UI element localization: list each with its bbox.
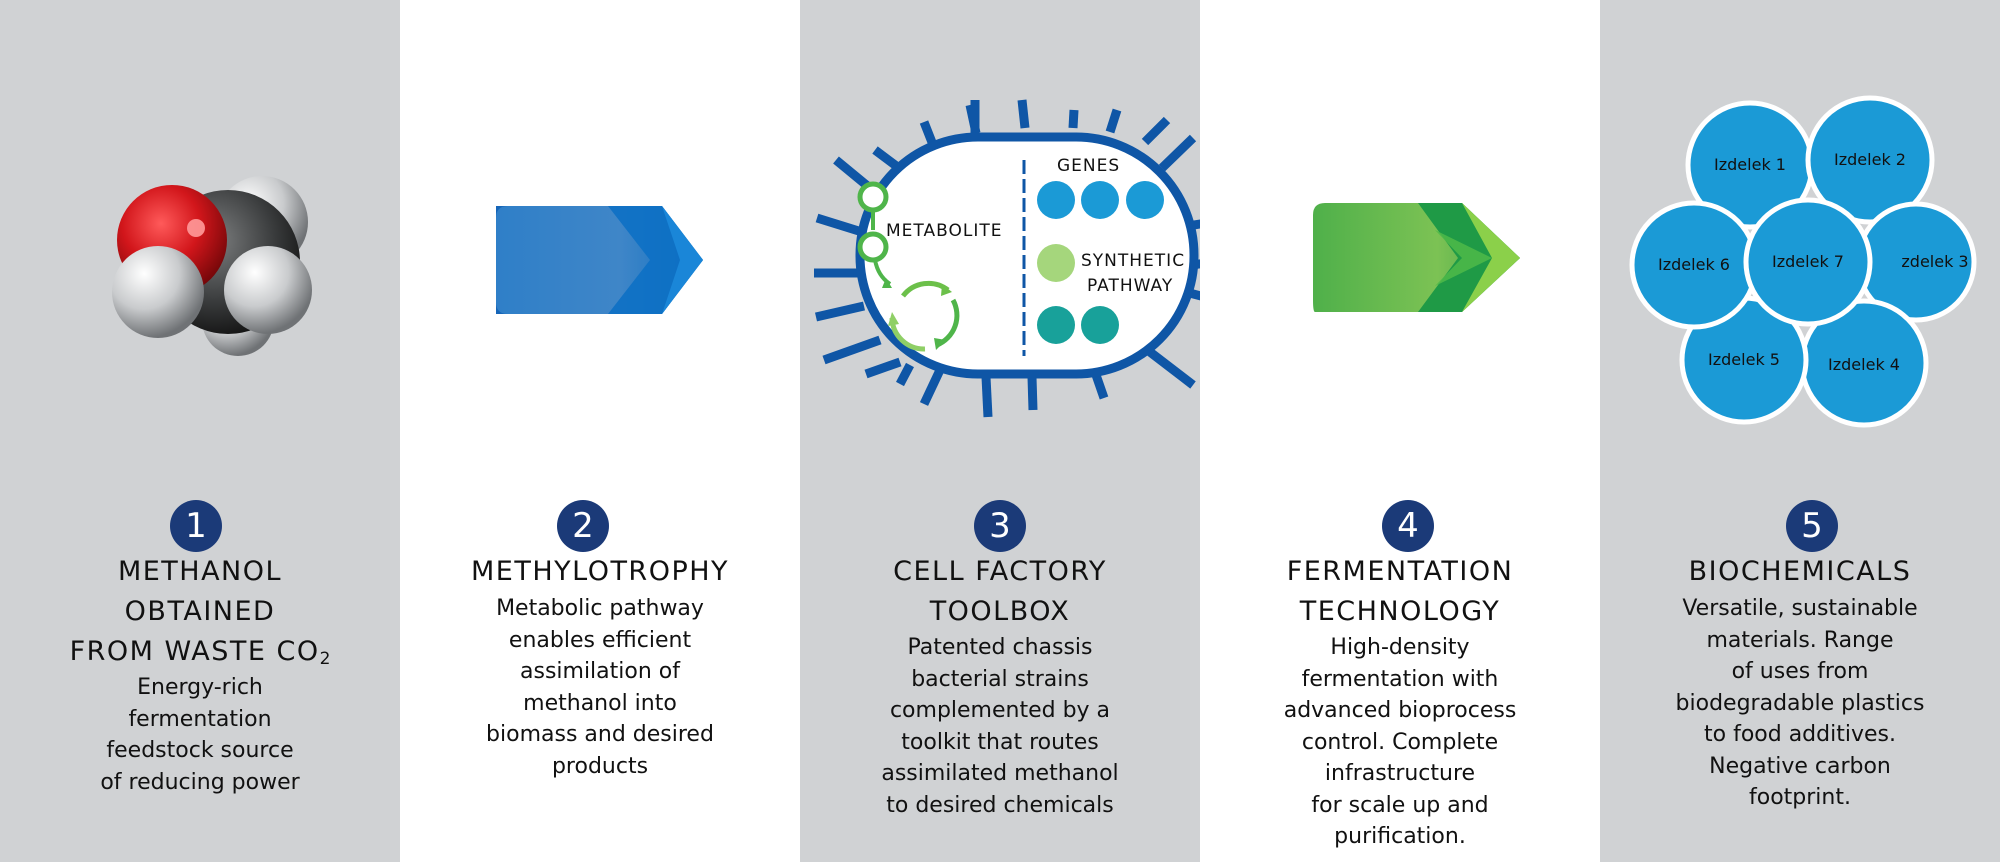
step-description: Versatile, sustainable materials. Range … <box>1675 596 1925 810</box>
step-description: Patented chassis bacterial strains compl… <box>881 635 1119 818</box>
product-label: Izdelek 1 <box>1714 155 1786 174</box>
cell-factory-diagram: GENES SYNTHETIC PATHWAY METABOLITE <box>814 99 1200 418</box>
step-number-badge: 4 <box>1382 500 1434 552</box>
gene-circle <box>1126 181 1164 219</box>
step-title: FERMENTATION TECHNOLOGY <box>1286 556 1514 627</box>
product-label: Izdelek 4 <box>1828 355 1900 374</box>
step-1-column: 1 METHANOL OBTAINED FROM WASTE CO2 Energ… <box>0 0 400 862</box>
methanol-molecule-icon <box>112 176 312 356</box>
step-number-badge: 2 <box>557 500 609 552</box>
product-label: Izdelek 6 <box>1658 255 1730 274</box>
step-number-badge: 1 <box>170 500 222 552</box>
product-label: Izdelek 7 <box>1772 252 1844 271</box>
synthetic-label: SYNTHETIC <box>1081 251 1185 271</box>
step-title: BIOCHEMICALS <box>1688 556 1912 587</box>
gene-circle <box>1081 181 1119 219</box>
step-title: METHYLOTROPHY <box>470 556 730 587</box>
pathway-label: PATHWAY <box>1087 276 1173 296</box>
step-title: METHANOL OBTAINED FROM WASTE CO2 <box>69 556 331 669</box>
step-number-badge: 5 <box>1786 500 1838 552</box>
step-title: CELL FACTORY TOOLBOX <box>893 556 1107 627</box>
step-5-column: Izdelek 1 Izdelek 2 zdelek 3 Izdelek 4 I… <box>1600 0 2000 862</box>
product-circle <box>1743 197 1873 327</box>
product-label: Izdelek 5 <box>1708 350 1780 369</box>
metabolic-cycle-icon <box>888 280 960 352</box>
blue-arrow-icon <box>496 206 703 314</box>
pathway-circle <box>1081 306 1119 344</box>
step-3-column: GENES SYNTHETIC PATHWAY METABOLITE 3 CEL… <box>800 0 1200 862</box>
product-label: zdelek 3 <box>1901 252 1968 271</box>
products-cluster: Izdelek 1 Izdelek 2 zdelek 3 Izdelek 4 I… <box>1629 95 1977 428</box>
step-description: Metabolic pathway enables efficient assi… <box>486 596 714 779</box>
product-circle <box>1805 95 1935 225</box>
metabolite-label: METABOLITE <box>886 221 1002 241</box>
step-description: Energy-rich fermentation feedstock sourc… <box>100 675 300 795</box>
pathway-circle <box>1037 306 1075 344</box>
gene-circle <box>1037 181 1075 219</box>
step-2-column: 2 METHYLOTROPHY Metabolic pathway enable… <box>400 0 800 862</box>
genes-label: GENES <box>1057 156 1120 176</box>
metabolite-chain-icon <box>857 181 892 288</box>
step-number-badge: 3 <box>974 500 1026 552</box>
green-arrow-icon <box>1313 203 1520 312</box>
pathway-circle <box>1037 244 1075 282</box>
product-label: Izdelek 2 <box>1834 150 1906 169</box>
step-description: High-density fermentation with advanced … <box>1283 635 1517 849</box>
step-4-column: 4 FERMENTATION TECHNOLOGY High-density f… <box>1200 0 1600 862</box>
